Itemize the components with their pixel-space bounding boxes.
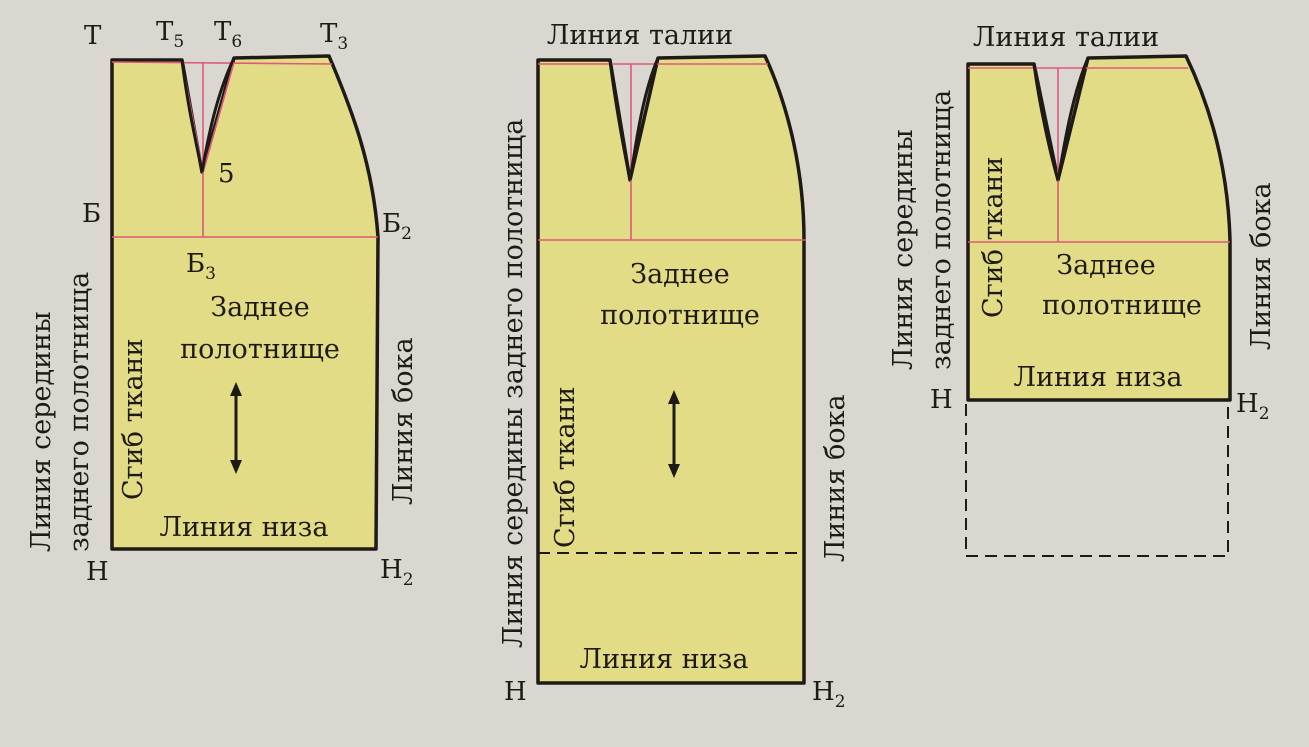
pattern-2-side-line-label: Линия бока xyxy=(820,394,851,562)
pattern-1-fold-label: Сгиб ткани xyxy=(118,338,149,500)
point-B2: Б2 xyxy=(382,209,412,244)
pattern-1: Т Т5 Т6 Т3 5 Б Б2 Б3 Заднее полотнище Сг… xyxy=(26,17,419,590)
pattern-3-panel-name-line-1: Заднее xyxy=(1056,250,1156,281)
point-H-2: Н xyxy=(504,677,527,707)
pattern-2-panel xyxy=(536,54,806,685)
pattern-2-waist-line-label: Линия талии xyxy=(547,20,733,51)
point-H-3: Н xyxy=(930,385,953,415)
pattern-3-center-line-label-1: Линия середины xyxy=(888,129,919,370)
pattern-3-hem-line-label: Линия низа xyxy=(1014,362,1183,393)
pattern-1-center-line-label-1: Линия середины xyxy=(26,311,57,552)
point-H2: Н2 xyxy=(380,555,414,590)
pattern-2-center-line-label: Линия середины заднего полотнища xyxy=(498,119,529,648)
pattern-3-removed-hem-outline xyxy=(965,404,1229,557)
point-T: Т xyxy=(84,21,102,51)
point-T3: Т3 xyxy=(320,19,348,54)
pattern-2-dart-outline xyxy=(608,57,660,181)
pattern-1-panel-name-line-2: полотнище xyxy=(180,334,340,365)
point-H2-2: Н2 xyxy=(812,677,846,712)
dart-number-label: 5 xyxy=(218,159,235,189)
point-T5: Т5 xyxy=(156,17,184,52)
point-B: Б xyxy=(82,199,101,229)
pattern-1-side-line-label: Линия бока xyxy=(388,337,419,505)
pattern-1-hem-line-label: Линия низа xyxy=(160,512,329,543)
pattern-1-dart-right-leg xyxy=(202,61,235,173)
pattern-3-waist-line-label: Линия талии xyxy=(973,22,1159,53)
pattern-1-dart-outline xyxy=(180,57,236,173)
pattern-3: Линия талии Заднее полотнище Сгиб ткани … xyxy=(888,22,1277,557)
pattern-3-dart-outline xyxy=(1032,57,1090,181)
pattern-1-grain-arrow xyxy=(230,382,242,474)
pattern-2-grain-arrow xyxy=(668,390,680,478)
pattern-2-panel-name-line-1: Заднее xyxy=(630,259,730,290)
pattern-2-hem-line-label: Линия низа xyxy=(580,644,749,675)
pattern-1-waist-guide xyxy=(111,61,333,65)
pattern-3-center-line-label-2: заднего полотнища xyxy=(926,90,957,370)
pattern-1-panel-name-line-1: Заднее xyxy=(210,292,310,323)
pattern-2-panel-name-line-2: полотнище xyxy=(600,300,760,331)
point-H2-3: Н2 xyxy=(1236,389,1270,424)
point-T6: Т6 xyxy=(214,17,242,52)
pattern-3-panel xyxy=(966,54,1232,402)
pattern-2-fold-label: Сгиб ткани xyxy=(550,386,581,548)
pattern-3-side-line-label: Линия бока xyxy=(1246,182,1277,350)
point-B3: Б3 xyxy=(186,249,216,284)
point-H: Н xyxy=(86,557,109,587)
pattern-3-fold-label: Сгиб ткани xyxy=(978,156,1009,318)
pattern-1-center-line-label-2: заднего полотнища xyxy=(64,272,95,552)
pattern-2: Линия талии Заднее полотнище Сгиб ткани … xyxy=(498,20,851,712)
pattern-3-panel-name-line-2: полотнище xyxy=(1042,290,1202,321)
